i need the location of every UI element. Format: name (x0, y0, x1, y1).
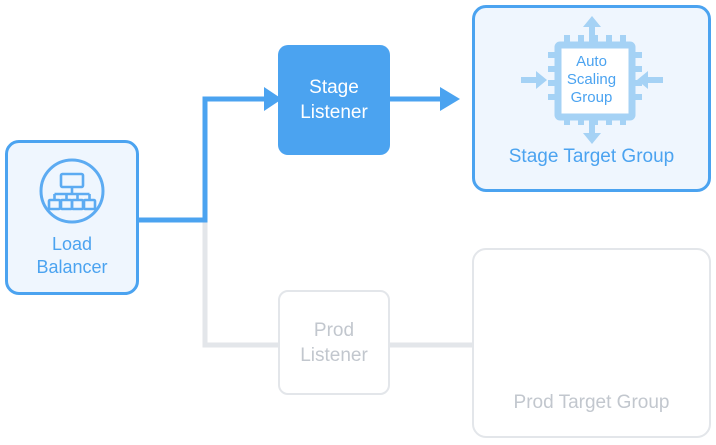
prod-target-group-label: Prod Target Group (513, 392, 670, 413)
stage-listener-label-line1: Stage (309, 77, 359, 98)
load-balancer-hierarchy-icon (38, 157, 106, 225)
prod-listener-label-line1: Prod (313, 319, 355, 341)
arrowhead-to-stage-target-group (440, 87, 460, 111)
auto-scaling-group-chip-icon (520, 16, 663, 144)
load-balancer-label-line2: Balancer (36, 256, 108, 277)
stage-target-group-label: Stage Target Group (508, 146, 675, 167)
node-stage-listener[interactable]: Stage Listener (278, 45, 390, 155)
asg-arrow-up (582, 16, 601, 42)
load-balancer-label: Load Balancer (36, 233, 107, 279)
asg-arrow-right (636, 71, 663, 89)
auto-scaling-group-icon-wrapper: Auto Scaling Group (517, 16, 667, 144)
connector-stage-listener-to-stage-target-group (390, 87, 460, 111)
load-balancer-label-line1: Load (51, 233, 93, 254)
prod-listener-label: Prod Listener (300, 318, 368, 368)
connector-lb-to-stage-listener (139, 87, 282, 223)
asg-arrow-left (520, 71, 547, 89)
stage-listener-label-line2: Listener (300, 102, 368, 123)
asg-arrow-down (582, 118, 601, 144)
prod-listener-label-line2: Listener (300, 344, 368, 366)
node-stage-target-group[interactable]: Auto Scaling Group Stage Target Group (472, 5, 711, 192)
node-load-balancer[interactable]: Load Balancer (5, 140, 139, 295)
stage-listener-label: Stage Listener (300, 75, 368, 125)
connector-lb-to-prod-listener (139, 217, 278, 348)
node-prod-listener[interactable]: Prod Listener (278, 290, 390, 395)
node-prod-target-group[interactable]: Prod Target Group (472, 248, 711, 438)
